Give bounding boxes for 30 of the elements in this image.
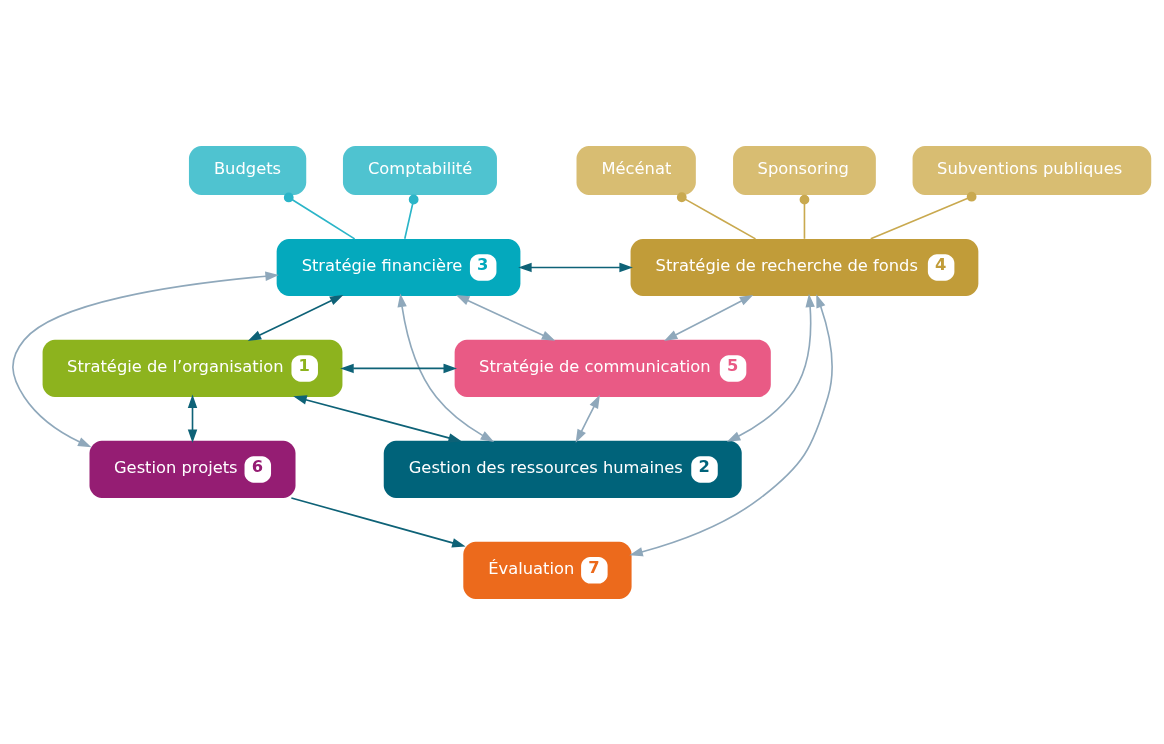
- node-box: Gestion des ressources humaines 2: [383, 440, 742, 498]
- arrow: [290, 496, 466, 547]
- node-box: Comptabilité: [342, 145, 497, 195]
- node-box: Stratégie de communication 5: [454, 339, 771, 397]
- connector: [869, 191, 977, 240]
- connector: [283, 192, 356, 240]
- arrow: [518, 262, 633, 272]
- node-box: Stratégie de recherche de fonds 4: [630, 238, 979, 296]
- node-box: Subventions publiques: [912, 145, 1152, 195]
- arrow: [455, 294, 556, 341]
- node-box: Budgets: [188, 145, 307, 195]
- connector: [799, 194, 810, 240]
- arrow: [247, 294, 344, 341]
- arrow: [629, 293, 833, 556]
- node-box: Stratégie financière 3: [276, 238, 521, 296]
- node-box: Stratégie de l’organisation 1: [42, 339, 343, 397]
- arrow: [575, 394, 600, 443]
- connector: [676, 191, 757, 240]
- arrow: [664, 294, 754, 341]
- node-box: Mécénat: [576, 145, 696, 195]
- arrow: [726, 293, 815, 442]
- arrow: [293, 394, 462, 442]
- arrow: [12, 271, 279, 447]
- node-box: Gestion projets 6: [89, 440, 296, 498]
- connector: [403, 194, 419, 240]
- arrow: [397, 293, 495, 442]
- node-box: Sponsoring: [733, 145, 876, 195]
- node-box: Évaluation 7: [463, 541, 632, 599]
- arrow: [187, 394, 198, 443]
- arrow: [340, 363, 457, 373]
